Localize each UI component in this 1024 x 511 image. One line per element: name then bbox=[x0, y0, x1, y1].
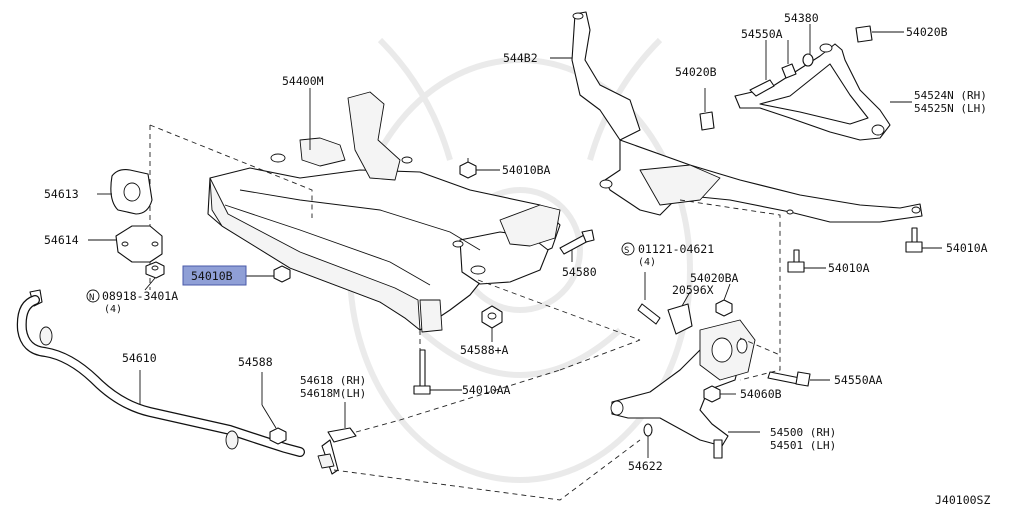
bracket-20596x[interactable] bbox=[667, 291, 693, 335]
bolt-54010a-right[interactable] bbox=[905, 227, 942, 253]
label-01121-04621[interactable]: 01121-04621 bbox=[638, 242, 714, 256]
stabilizer-bush-54613[interactable] bbox=[97, 169, 153, 215]
label-54588a[interactable]: 54588+A bbox=[460, 343, 509, 357]
crossmember-54400m[interactable] bbox=[207, 91, 561, 333]
bolt-54010aa[interactable] bbox=[413, 349, 462, 395]
label-54613[interactable]: 54613 bbox=[44, 187, 79, 201]
label-20596x[interactable]: 20596X bbox=[672, 283, 714, 297]
bolt-01121-04621[interactable] bbox=[637, 272, 661, 325]
label-54500[interactable]: 54500 (RH) bbox=[770, 426, 836, 439]
bolt-54010a-mid[interactable] bbox=[787, 249, 826, 273]
label-54010ba[interactable]: 54010BA bbox=[502, 163, 551, 177]
label-54010a-mid[interactable]: 54010A bbox=[828, 261, 870, 275]
label-54614[interactable]: 54614 bbox=[44, 233, 79, 247]
label-54010b[interactable]: 54010B bbox=[191, 269, 233, 283]
washer-54622[interactable] bbox=[643, 423, 653, 458]
label-54525n[interactable]: 54525N (LH) bbox=[914, 102, 987, 115]
label-54618[interactable]: 54618 (RH) bbox=[300, 374, 366, 387]
label-54501[interactable]: 54501 (LH) bbox=[770, 439, 836, 452]
label-54622[interactable]: 54622 bbox=[628, 459, 663, 473]
bolt-54580[interactable] bbox=[559, 229, 595, 262]
nut-54588[interactable] bbox=[261, 372, 287, 445]
label-54580[interactable]: 54580 bbox=[562, 265, 597, 279]
nut-54020ba[interactable] bbox=[715, 283, 733, 317]
label-08918-3401a[interactable]: 08918-3401A bbox=[102, 289, 178, 303]
washer-54380[interactable] bbox=[802, 24, 814, 67]
label-54380[interactable]: 54380 bbox=[784, 11, 819, 25]
circle-n-icon bbox=[86, 289, 100, 303]
label-54550aa[interactable]: 54550AA bbox=[834, 373, 883, 387]
label-54618m[interactable]: 54618M(LH) bbox=[300, 387, 366, 400]
label-544b2[interactable]: 544B2 bbox=[503, 51, 538, 65]
label-54020b-top[interactable]: 54020B bbox=[906, 25, 948, 39]
bolt-54550aa[interactable] bbox=[767, 371, 830, 387]
highlight-box-54010b bbox=[182, 265, 247, 286]
label-54010a-right[interactable]: 54010A bbox=[946, 241, 988, 255]
label-54610[interactable]: 54610 bbox=[122, 351, 157, 365]
bolt-54550a-upper[interactable] bbox=[749, 40, 797, 97]
label-54010aa[interactable]: 54010AA bbox=[462, 383, 511, 397]
bushing-54020b-top[interactable] bbox=[855, 25, 904, 43]
connecting-rod-54618[interactable] bbox=[317, 369, 641, 501]
label-54060b[interactable]: 54060B bbox=[740, 387, 782, 401]
label-54550a[interactable]: 54550A bbox=[741, 27, 783, 41]
nut-54010ba[interactable] bbox=[459, 158, 500, 179]
nut-08918-3401a[interactable] bbox=[144, 261, 165, 291]
label-08918-prefix: N bbox=[89, 293, 94, 303]
lower-arm-54500[interactable] bbox=[610, 319, 781, 459]
stabilizer-clamp-54614[interactable] bbox=[88, 225, 163, 263]
upper-arm-54524n[interactable] bbox=[734, 43, 912, 141]
stabilizer-bar-54610[interactable] bbox=[16, 289, 305, 457]
circle-s-icon bbox=[621, 242, 635, 256]
label-01121-qty: (4) bbox=[638, 257, 656, 268]
nut-54010b[interactable] bbox=[246, 265, 291, 283]
label-54020ba[interactable]: 54020BA bbox=[690, 271, 739, 285]
label-01121-prefix: S bbox=[624, 246, 629, 256]
label-54400m[interactable]: 54400M bbox=[282, 74, 324, 88]
diagram-code: J40100SZ bbox=[935, 493, 990, 507]
member-544b2[interactable] bbox=[550, 11, 923, 381]
label-54524n[interactable]: 54524N (RH) bbox=[914, 89, 987, 102]
nut-54588a[interactable] bbox=[481, 305, 503, 342]
bushing-54020b-left[interactable] bbox=[699, 88, 715, 131]
nut-54060b[interactable] bbox=[703, 385, 736, 403]
label-54588[interactable]: 54588 bbox=[238, 355, 273, 369]
label-54020b-left[interactable]: 54020B bbox=[675, 65, 717, 79]
label-08918-qty: (4) bbox=[104, 304, 122, 315]
